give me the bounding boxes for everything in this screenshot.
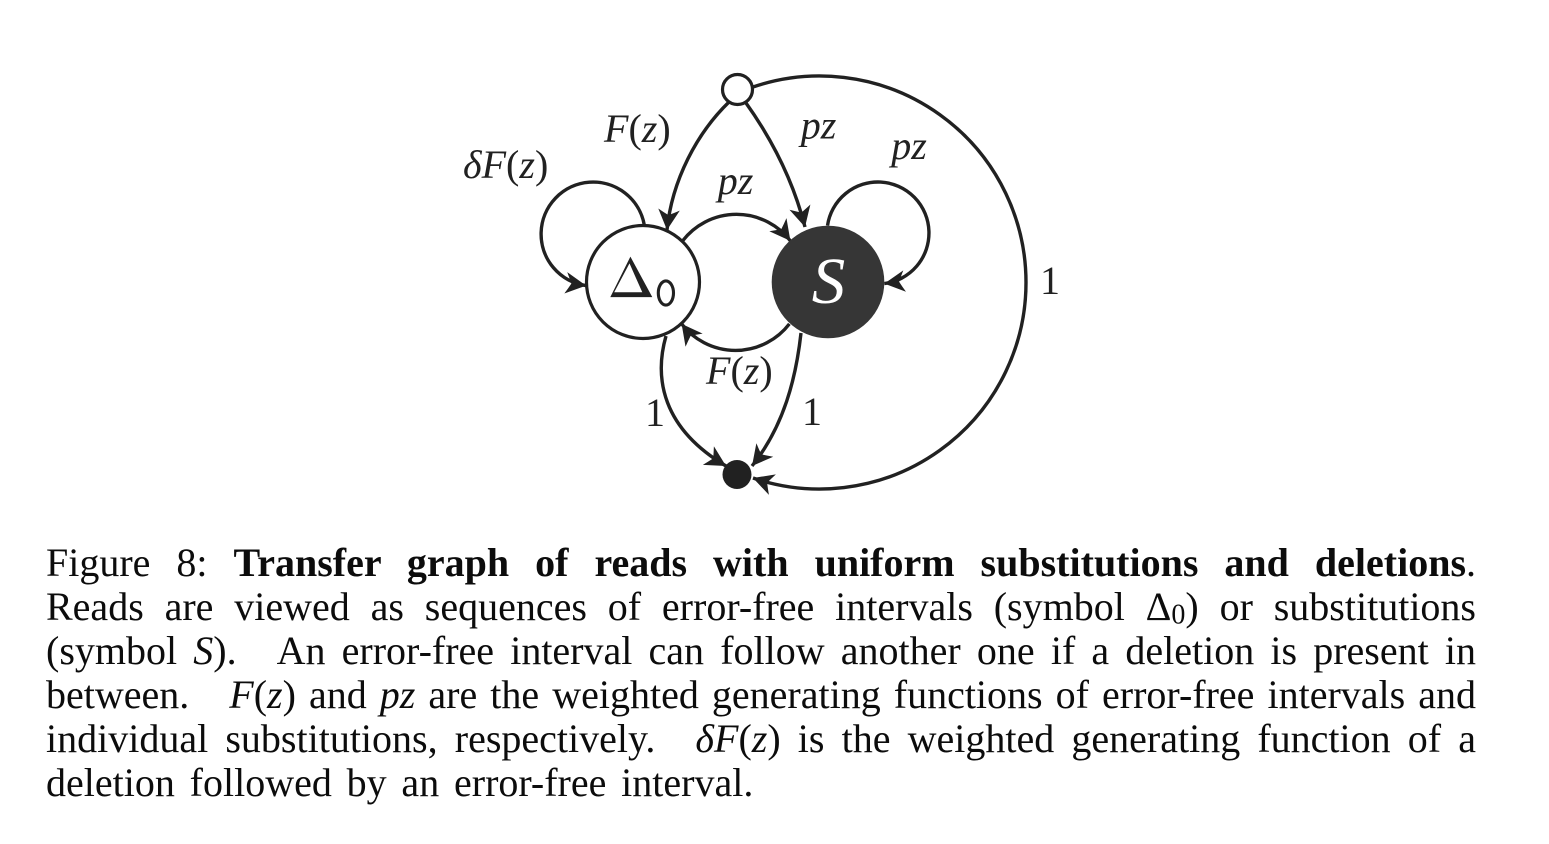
svg-text:pz: pz: [888, 123, 927, 168]
svg-text:1: 1: [645, 390, 665, 435]
svg-text:S: S: [812, 245, 846, 318]
svg-text:pz: pz: [715, 158, 754, 203]
svg-text:pz: pz: [798, 103, 837, 148]
svg-text:1: 1: [802, 389, 822, 434]
svg-text:F(z): F(z): [705, 348, 773, 393]
svg-text:F(z): F(z): [603, 106, 671, 151]
svg-text:δF(z): δF(z): [463, 142, 548, 187]
svg-text:1: 1: [1040, 258, 1060, 303]
